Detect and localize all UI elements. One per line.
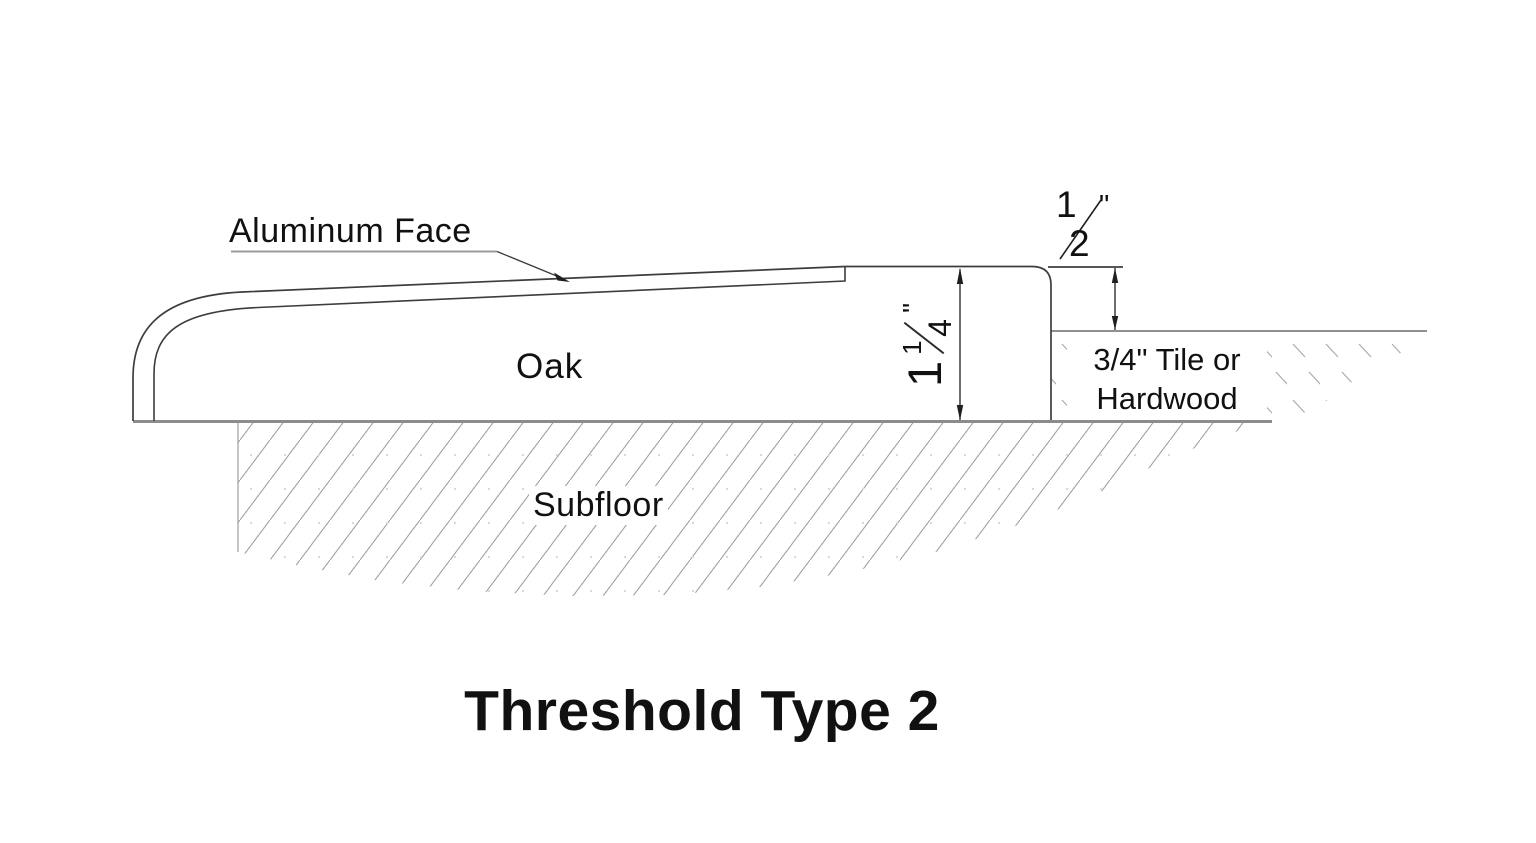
height-fraction: 1 4 — [896, 314, 958, 358]
leader-line — [496, 250, 565, 280]
label-oak: Oak — [516, 347, 584, 386]
step-denominator: 2 — [1069, 223, 1090, 264]
dimension-step-label: 1 " 2 — [1048, 182, 1128, 264]
label-floor-finish-line2: Hardwood — [1096, 381, 1238, 416]
height-dimension-arrow-bottom — [956, 405, 964, 421]
height-dimension-arrow-top — [956, 268, 964, 284]
threshold-body — [133, 266, 1051, 421]
subfloor-stipple-region — [238, 422, 1272, 596]
step-dimension-arrow-top — [1111, 268, 1119, 283]
dimension-height-label: 1 1 4 " — [896, 290, 958, 400]
step-unit-mark: " — [1099, 190, 1110, 222]
height-whole-number: 1 — [897, 360, 951, 388]
label-floor-finish-line1: 3/4" Tile or — [1093, 342, 1241, 377]
step-fraction-slash — [1059, 199, 1102, 260]
step-numerator: 1 — [1056, 184, 1077, 225]
label-aluminum-face: Aluminum Face — [229, 212, 472, 250]
aluminum-face-layer-line — [153, 266, 846, 421]
label-floor-finish: 3/4" Tile or Hardwood — [1067, 340, 1267, 418]
threshold-top-right-profile — [845, 265, 1052, 420]
label-subfloor: Subfloor — [529, 486, 668, 525]
drawing-title: Threshold Type 2 — [464, 679, 940, 743]
height-unit-mark: " — [897, 302, 928, 313]
leader-arrowhead — [554, 272, 570, 282]
step-dimension-arrow-bottom — [1111, 316, 1119, 330]
height-numerator: 1 — [897, 340, 927, 355]
threshold-outer-profile — [132, 265, 846, 421]
height-denominator: 4 — [922, 319, 958, 337]
